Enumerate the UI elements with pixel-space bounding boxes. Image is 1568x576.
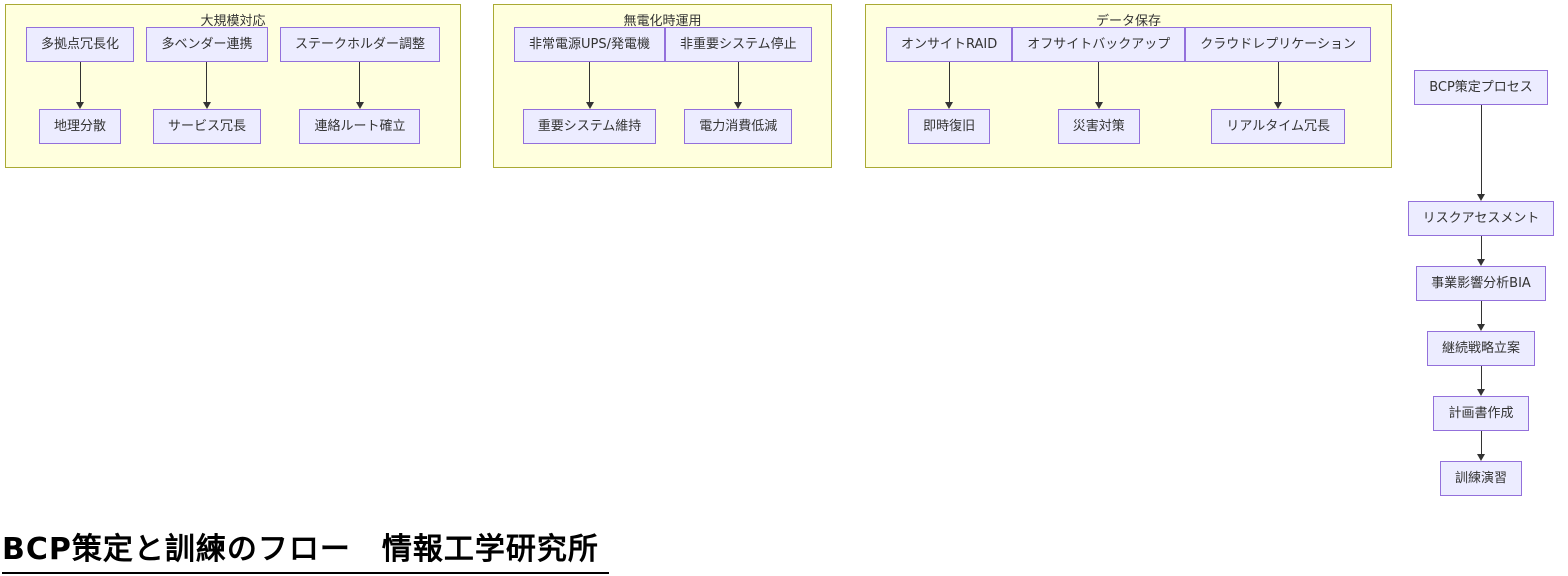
arrowhead-icon (76, 102, 84, 109)
arrow-line (1480, 301, 1482, 324)
arrowhead-icon (1477, 324, 1485, 331)
flow-node: リアルタイム冗長 (1211, 109, 1345, 144)
process-step: BCP策定プロセス (1414, 70, 1548, 105)
arrow-line (589, 62, 590, 102)
cluster-pairs-row: 多拠点冗長化 地理分散 多ベンダー連携 サービス冗長 ステークホルダー調整 連絡… (6, 27, 460, 167)
arrow-line (1480, 431, 1482, 454)
flow-node: オンサイトRAID (886, 27, 1013, 62)
arrowhead-icon (1477, 454, 1485, 461)
flow-node: 多拠点冗長化 (26, 27, 135, 62)
flow-node: 非常電源UPS/発電機 (514, 27, 665, 62)
flow-pair: ステークホルダー調整 連絡ルート確立 (279, 27, 440, 145)
diagram-caption: BCP策定と訓練のフロー 情報工学研究所 (2, 524, 609, 574)
arrowhead-icon (355, 102, 364, 109)
down-arrow (1477, 301, 1485, 331)
arrow-line (948, 62, 950, 102)
arrow-line (1098, 62, 1100, 102)
down-arrow (1477, 236, 1485, 266)
down-arrow (1477, 366, 1485, 396)
cluster-title: 無電化時運用 (623, 14, 702, 29)
bcp-process-flow: BCP策定プロセス リスクアセスメント 事業影響分析BIA 継続戦略立案 計画書… (1402, 70, 1560, 496)
down-arrow (1274, 62, 1283, 109)
process-step: 訓練演習 (1439, 461, 1522, 496)
flow-pair: 多拠点冗長化 地理分散 (26, 27, 135, 145)
arrow-line (359, 62, 361, 102)
flow-node: 多ベンダー連携 (146, 27, 268, 62)
arrow-line (1277, 62, 1279, 102)
arrowhead-icon (585, 102, 594, 109)
arrow-line (79, 62, 81, 102)
arrowhead-icon (1477, 259, 1485, 266)
arrow-line (1480, 105, 1482, 194)
down-arrow (1477, 105, 1485, 201)
flow-node: 非重要システム停止 (665, 27, 812, 62)
flow-node: 即時復旧 (908, 109, 991, 144)
process-step: 計画書作成 (1433, 396, 1529, 431)
down-arrow (1477, 431, 1485, 461)
flow-pair: オンサイトRAID 即時復旧 (886, 27, 1013, 145)
cluster-large-scale-response: 大規模対応 多拠点冗長化 地理分散 多ベンダー連携 サービス冗長 ステークホルダ… (5, 4, 461, 168)
flow-node: 連絡ルート確立 (299, 109, 421, 144)
cluster-data-preservation: データ保存 オンサイトRAID 即時復旧 オフサイトバックアップ 災害対策 クラ… (865, 4, 1392, 168)
flow-pair: クラウドレプリケーション リアルタイム冗長 (1185, 27, 1372, 145)
cluster-title: データ保存 (1095, 14, 1161, 29)
cluster-pairs-row: オンサイトRAID 即時復旧 オフサイトバックアップ 災害対策 クラウドレプリケ… (866, 27, 1391, 167)
flow-pair: オフサイトバックアップ 災害対策 (1012, 27, 1186, 145)
arrowhead-icon (734, 102, 743, 109)
cluster-title: 大規模対応 (200, 14, 266, 29)
cluster-no-power-operation: 無電化時運用 非常電源UPS/発電機 重要システム維持 非重要システム停止 電力… (493, 4, 832, 168)
flow-node: クラウドレプリケーション (1185, 27, 1372, 62)
down-arrow (734, 62, 743, 109)
cluster-pairs-row: 非常電源UPS/発電機 重要システム維持 非重要システム停止 電力消費低減 (494, 27, 831, 167)
arrowhead-icon (1274, 102, 1283, 109)
arrow-line (737, 62, 739, 102)
arrowhead-icon (1477, 389, 1485, 396)
flow-node: サービス冗長 (152, 109, 261, 144)
down-arrow (945, 62, 954, 109)
down-arrow (355, 62, 364, 109)
arrow-line (1480, 366, 1482, 389)
arrowhead-icon (1477, 194, 1485, 201)
process-step: リスクアセスメント (1407, 201, 1555, 236)
flow-node: 地理分散 (39, 109, 122, 144)
process-step: 事業影響分析BIA (1416, 266, 1546, 301)
flow-node: ステークホルダー調整 (279, 27, 440, 62)
process-step: 継続戦略立案 (1426, 331, 1535, 366)
flow-node: オフサイトバックアップ (1012, 27, 1186, 62)
down-arrow (585, 62, 594, 109)
arrowhead-icon (1094, 102, 1103, 109)
down-arrow (1094, 62, 1103, 109)
down-arrow (76, 62, 84, 109)
flow-node: 災害対策 (1057, 109, 1140, 144)
arrow-line (1480, 236, 1482, 259)
flow-pair: 非重要システム停止 電力消費低減 (665, 27, 812, 145)
down-arrow (202, 62, 211, 109)
arrow-line (206, 62, 208, 102)
arrowhead-icon (202, 102, 211, 109)
flow-pair: 多ベンダー連携 サービス冗長 (146, 27, 268, 145)
arrowhead-icon (945, 102, 954, 109)
flow-node: 電力消費低減 (684, 109, 793, 144)
flow-pair: 非常電源UPS/発電機 重要システム維持 (514, 27, 665, 145)
flow-node: 重要システム維持 (522, 109, 657, 144)
